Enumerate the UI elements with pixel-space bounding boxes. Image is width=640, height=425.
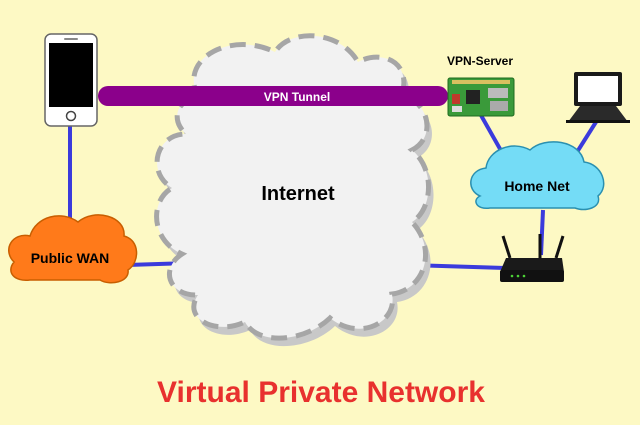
public-wan-cloud [8, 214, 138, 284]
wifi-router-icon [500, 234, 565, 282]
internet-label: Internet [261, 183, 335, 205]
public-wan-label: Public WAN [31, 250, 110, 266]
vpn-tunnel-label: VPN Tunnel [264, 90, 330, 104]
vpn-tunnel [98, 86, 448, 106]
raspberry-pi-board-icon [447, 77, 515, 117]
smartphone-icon [44, 33, 98, 127]
home-net-label: Home Net [504, 178, 570, 194]
laptop-icon [566, 72, 630, 123]
diagram-title: Virtual Private Network [157, 376, 485, 409]
vpn-server-label: VPN-Server [447, 54, 513, 68]
home-net-cloud [470, 141, 605, 211]
